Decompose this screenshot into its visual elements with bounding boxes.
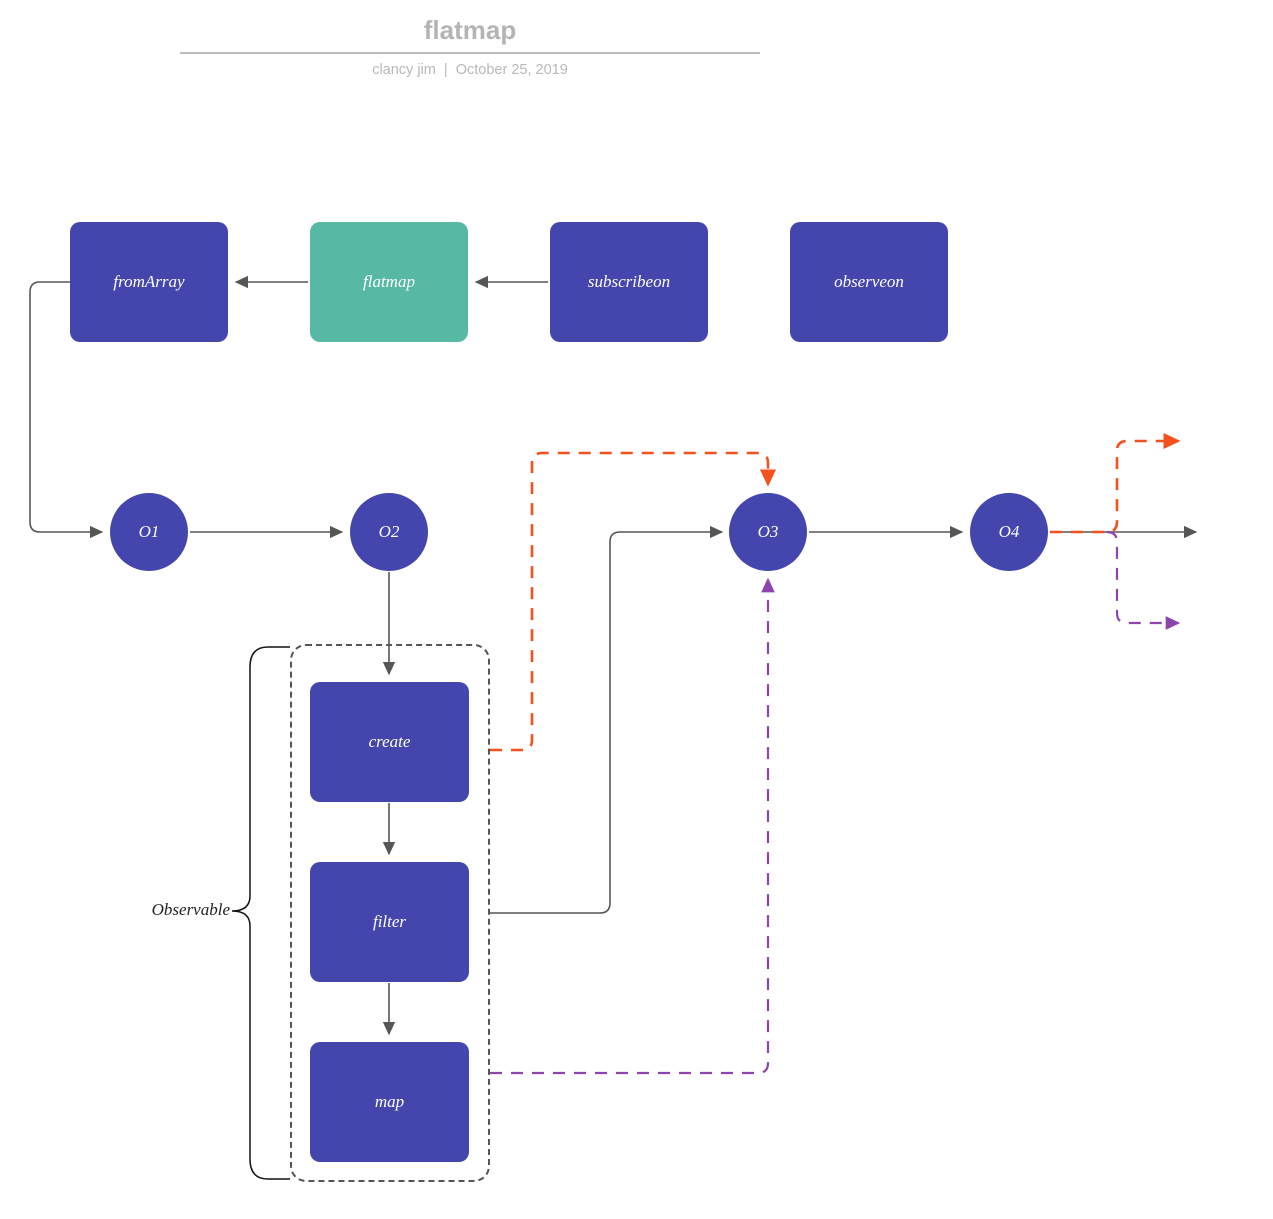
node-filter[interactable]: filter: [310, 862, 469, 982]
node-observeon-label: observeon: [834, 272, 904, 291]
node-o1[interactable]: O1: [110, 493, 188, 571]
page-title: flatmap: [423, 15, 517, 45]
page-header: flatmap clancy jim | October 25, 2019: [0, 0, 1273, 100]
observable-group-boundary: [290, 644, 490, 1182]
node-fromarray[interactable]: fromArray: [70, 222, 228, 342]
node-o3-label: O3: [757, 522, 779, 541]
node-o2-label: O2: [378, 522, 400, 541]
node-subscribeon[interactable]: subscribeon: [550, 222, 708, 342]
node-filter-label: filter: [372, 912, 407, 931]
edge-o4-output-orange: [1050, 432, 1181, 534]
node-map-label: map: [374, 1092, 405, 1111]
observable-brace: [231, 646, 290, 1180]
edge-filter-to-o3: [490, 525, 724, 914]
byline: clancy jim | October 25, 2019: [372, 62, 568, 78]
observable-label: Observable: [151, 900, 230, 919]
node-o4-label: O4: [998, 522, 1020, 541]
edge-o4-output-purple: [1106, 530, 1181, 630]
node-o2[interactable]: O2: [350, 493, 428, 571]
node-create[interactable]: create: [310, 682, 469, 802]
edge-create-to-o3-orange: [490, 451, 777, 752]
node-flatmap[interactable]: flatmap: [310, 222, 468, 342]
node-create-label: create: [368, 732, 411, 751]
node-o4[interactable]: O4: [970, 493, 1048, 571]
node-map[interactable]: map: [310, 1042, 469, 1162]
node-o1-label: O1: [138, 522, 160, 541]
node-o3[interactable]: O3: [729, 493, 807, 571]
node-subscribeon-label: subscribeon: [587, 272, 671, 291]
node-flatmap-label: flatmap: [363, 272, 415, 291]
edge-map-to-o3-purple: [490, 577, 775, 1075]
node-observeon[interactable]: observeon: [790, 222, 948, 342]
node-fromarray-label: fromArray: [113, 272, 185, 291]
title-divider: [180, 52, 760, 54]
